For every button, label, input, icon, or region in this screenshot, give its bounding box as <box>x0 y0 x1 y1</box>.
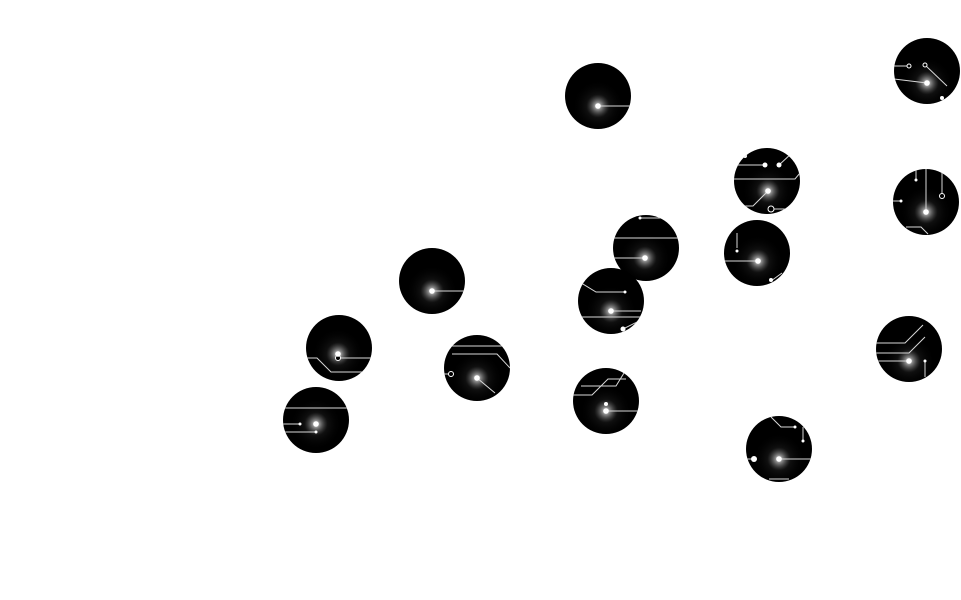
orb-core-node <box>313 421 319 427</box>
circuit-node <box>638 216 642 220</box>
circuit-node <box>620 326 626 332</box>
circuit-node <box>914 178 918 182</box>
circuit-trace <box>476 377 496 394</box>
circuit-trace <box>452 353 510 369</box>
circuit-orb <box>724 220 790 286</box>
circuit-node <box>314 430 318 434</box>
orb-core-node <box>765 188 771 194</box>
orb-core-node <box>755 258 761 264</box>
circuit-trace <box>734 172 800 180</box>
circuit-node <box>298 422 302 426</box>
circuit-trace <box>894 78 928 84</box>
circuit-node <box>743 154 747 158</box>
circuit-orb <box>893 169 959 235</box>
circuit-trace <box>578 280 625 293</box>
circuit-orb <box>613 215 679 281</box>
circuit-orb <box>894 38 960 104</box>
orb-core-node <box>776 456 782 462</box>
circuit-node <box>762 162 768 168</box>
circuit-trace <box>770 416 795 428</box>
circuit-orb <box>306 315 372 381</box>
circuit-trace <box>876 324 924 344</box>
orb-core-node <box>924 80 930 86</box>
circuit-node <box>801 439 805 443</box>
circuit-orb <box>444 335 510 401</box>
circuit-orb <box>399 248 465 314</box>
circuit-orb <box>578 268 644 334</box>
circuit-node <box>793 425 797 429</box>
circuit-orb <box>746 416 812 482</box>
orb-core-node <box>923 209 929 215</box>
orb-core-node <box>429 288 435 294</box>
orb-core-node <box>603 408 609 414</box>
circuit-trace <box>306 357 369 373</box>
circuit-orb <box>734 148 800 214</box>
orb-core-node <box>335 351 341 357</box>
orb-core-node <box>608 308 614 314</box>
circuit-node <box>939 193 945 199</box>
circuit-node <box>899 199 903 203</box>
circuit-trace <box>745 190 769 207</box>
circuit-node <box>776 162 782 168</box>
circuit-node <box>623 290 627 294</box>
circuit-node <box>940 96 944 100</box>
circuit-node <box>604 402 608 406</box>
circuit-node <box>767 205 775 213</box>
circuit-orb <box>876 316 942 382</box>
circuit-trace <box>924 64 948 87</box>
circuit-node <box>735 249 739 253</box>
circuit-trace <box>573 378 626 396</box>
circuit-node <box>769 278 773 282</box>
circuit-node <box>448 371 454 377</box>
orb-core-node <box>474 375 480 381</box>
circuit-orb <box>573 368 639 434</box>
circuit-orb <box>283 387 349 453</box>
circuit-trace <box>906 226 929 235</box>
circuit-node <box>751 456 757 462</box>
circuit-orb <box>565 63 631 129</box>
circuit-node <box>923 359 927 363</box>
circuit-trace <box>876 336 926 354</box>
circuit-node <box>922 62 928 68</box>
orb-core-node <box>595 103 601 109</box>
orb-core-node <box>642 255 648 261</box>
circuit-node <box>906 63 912 69</box>
orb-core-node <box>906 358 912 364</box>
circuit-trace <box>581 372 625 387</box>
